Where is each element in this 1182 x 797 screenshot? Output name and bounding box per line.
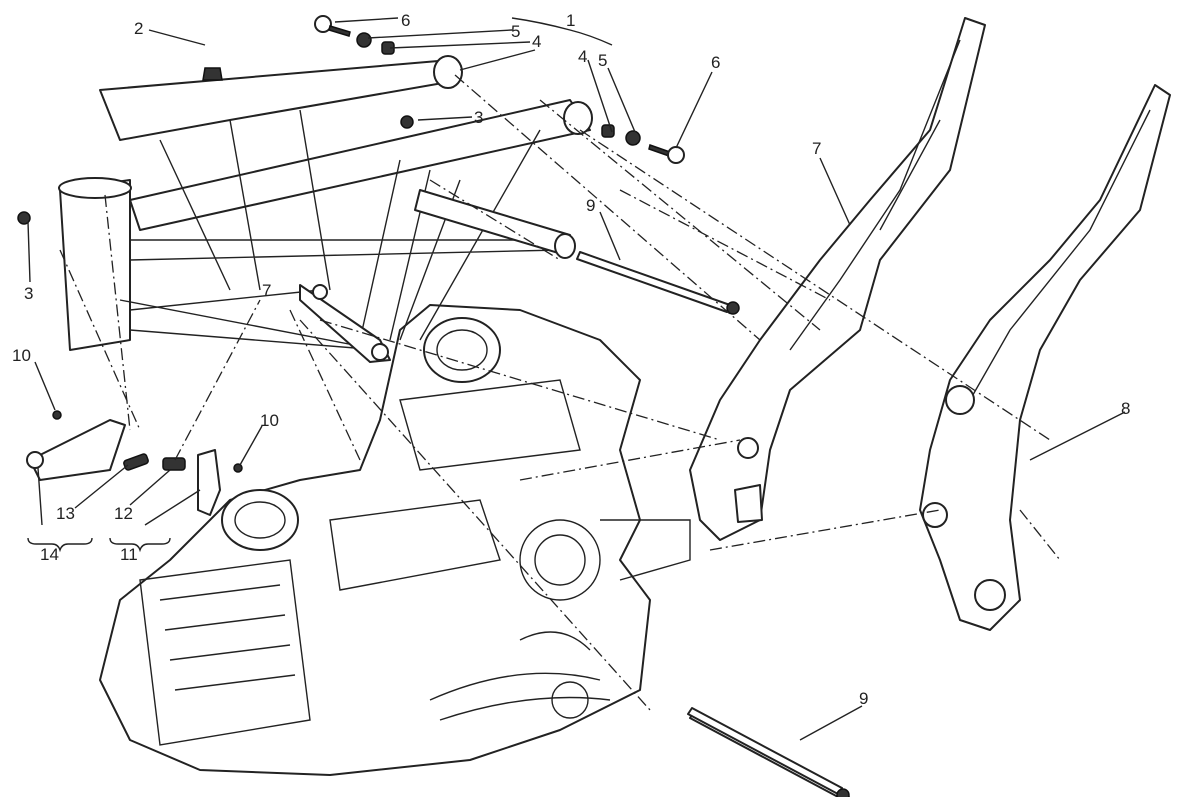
leader-lines xyxy=(27,17,1126,741)
callout-1: 1 xyxy=(566,11,575,30)
small-parts xyxy=(17,15,685,516)
callout-10: 10 xyxy=(260,411,279,430)
callout-2: 2 xyxy=(134,19,143,38)
callout-3: 3 xyxy=(474,108,483,127)
callout-10: 10 xyxy=(12,346,31,365)
side-plate-8 xyxy=(919,84,1171,631)
callout-13: 13 xyxy=(56,504,75,523)
callout-11: 11 xyxy=(120,545,138,564)
callout-14: 14 xyxy=(40,545,59,564)
callout-9: 9 xyxy=(859,689,868,708)
callout-7: 7 xyxy=(812,139,821,158)
callout-labels: 1 2 3 3 4 4 5 5 6 6 7 7 8 9 9 10 10 11 1… xyxy=(12,11,1130,708)
callout-4: 4 xyxy=(532,32,541,51)
callout-6: 6 xyxy=(711,53,720,72)
callout-12: 12 xyxy=(114,504,133,523)
assembly-lines xyxy=(59,74,1061,711)
long-bolts xyxy=(576,251,851,797)
engine-drawing xyxy=(99,304,691,776)
callout-7: 7 xyxy=(262,281,271,300)
callout-6: 6 xyxy=(401,11,410,30)
callout-3: 3 xyxy=(24,284,33,303)
callout-8: 8 xyxy=(1121,399,1130,418)
callout-9: 9 xyxy=(586,196,595,215)
callout-5: 5 xyxy=(598,51,607,70)
callout-4: 4 xyxy=(578,47,587,66)
side-plate-7 xyxy=(689,17,986,541)
callout-5: 5 xyxy=(511,22,520,41)
trellis-frame xyxy=(58,55,593,363)
